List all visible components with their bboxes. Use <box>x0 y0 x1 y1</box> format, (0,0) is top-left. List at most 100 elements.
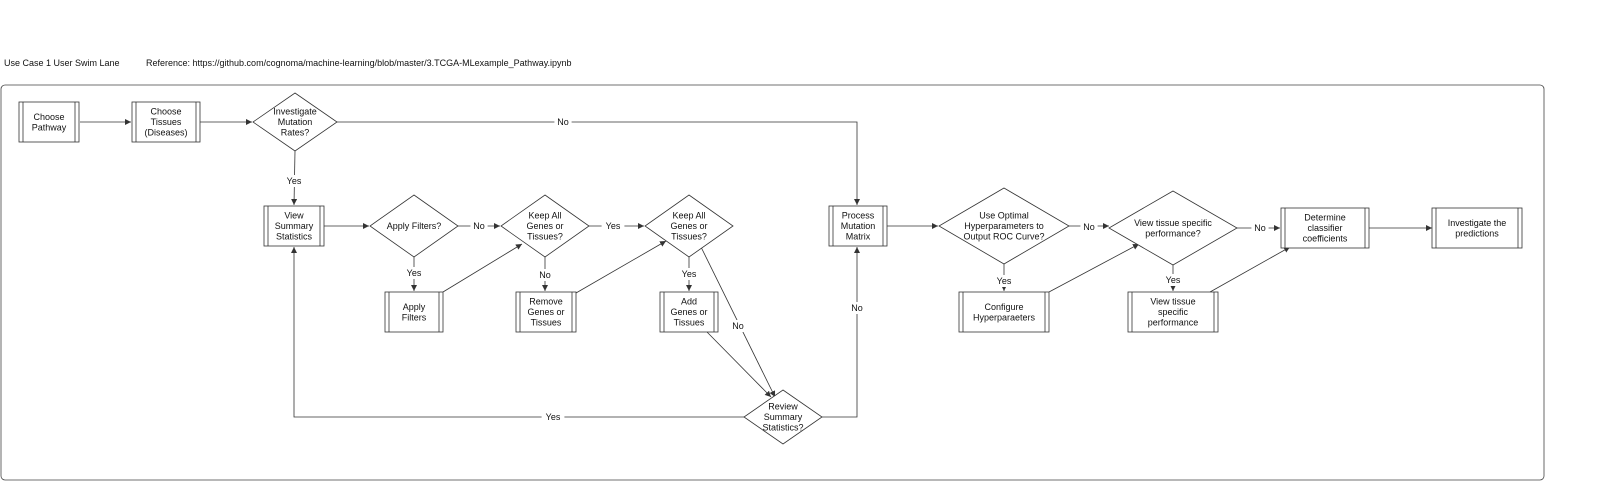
decision-diamond <box>743 389 823 445</box>
edge-remove-genes-to-keep-all-2 <box>575 240 667 294</box>
edge-apply-filters-to-keep-all-1 <box>442 243 523 293</box>
node-label-line: View tissue specific <box>1134 218 1212 228</box>
node-label-line: Tissues <box>674 318 705 328</box>
node-label-line: Process <box>842 211 875 221</box>
node-label-line: Keep All <box>672 211 705 221</box>
decision-diamond <box>644 194 734 258</box>
node-label-line: (Diseases) <box>144 128 187 138</box>
node-label-line: View tissue <box>1150 297 1195 307</box>
node-label-line: Apply <box>403 302 426 312</box>
node-label-line: Tissues? <box>527 232 563 242</box>
edge-label: Yes <box>287 176 302 186</box>
node-label-line: Review <box>768 402 798 412</box>
edge-view-tissue-to-determine-classifier <box>1209 246 1291 293</box>
decision-diamond <box>252 92 338 152</box>
node-label-line: Matrix <box>846 232 871 242</box>
process-box <box>1280 207 1370 249</box>
edge-label-background <box>536 269 554 281</box>
edge-label: No <box>539 270 551 280</box>
edge-label-background <box>1161 274 1185 286</box>
process-box <box>1431 207 1523 249</box>
edge-label: Yes <box>407 268 422 278</box>
node-label-line: coefficients <box>1303 234 1348 244</box>
decision-diamond <box>938 187 1070 265</box>
edge-label-background <box>1251 222 1269 234</box>
node-label-line: Hyperparaeters <box>973 312 1036 322</box>
node-label-line: Summary <box>275 221 314 231</box>
decision-diamond <box>369 194 459 258</box>
edge-label: No <box>1083 222 1095 232</box>
process-box <box>131 101 201 143</box>
edge-label-background <box>729 320 747 332</box>
node-label-line: Genes or <box>527 307 564 317</box>
decision-diamond <box>500 194 590 258</box>
node-label-line: Investigate the <box>1448 218 1507 228</box>
edge-label-background <box>470 220 488 232</box>
node-label-line: Configure <box>984 302 1023 312</box>
node-label-line: Remove <box>529 297 563 307</box>
node-label-line: classifier <box>1307 223 1342 233</box>
process-box <box>1127 291 1219 333</box>
process-box <box>263 205 325 247</box>
process-box <box>659 291 719 333</box>
edge-label: No <box>1254 223 1266 233</box>
edge-label-background <box>282 175 306 187</box>
edge-investigate-mutation-to-process-mutation <box>337 121 860 205</box>
process-box <box>958 291 1050 333</box>
node-label-line: Rates? <box>281 128 310 138</box>
node-label-line: Choose <box>33 112 64 122</box>
node-label-line: Determine <box>1304 213 1346 223</box>
node-label-line: Genes or <box>670 307 707 317</box>
node-label-line: Summary <box>764 412 803 422</box>
edges-layer <box>80 119 1432 418</box>
edge-label-background <box>848 302 866 314</box>
node-label-line: Statistics <box>276 232 313 242</box>
process-box <box>18 101 80 143</box>
node-label-line: Genes or <box>526 221 563 231</box>
node-label-line: Genes or <box>670 221 707 231</box>
decision-diamond <box>1108 190 1238 266</box>
node-label-line: Output ROC Curve? <box>963 232 1044 242</box>
node-label-line: predictions <box>1455 228 1499 238</box>
node-apply-filters-q[interactable]: Apply Filters? <box>369 194 459 258</box>
edge-review-summary-to-process-mutation <box>822 247 860 418</box>
edge-review-summary-to-view-summary <box>291 247 745 418</box>
node-label-line: Statistics? <box>762 423 803 433</box>
node-label-line: Mutation <box>841 221 876 231</box>
node-label-line: Pathway <box>32 122 67 132</box>
edge-label: Yes <box>1166 275 1181 285</box>
process-box <box>828 205 888 247</box>
edge-label: Yes <box>546 412 561 422</box>
edge-label: No <box>851 303 863 313</box>
node-label-line: specific <box>1158 307 1189 317</box>
node-label-line: performance <box>1148 318 1199 328</box>
edge-label: Yes <box>997 276 1012 286</box>
edge-label: Yes <box>682 269 697 279</box>
node-label-line: Investigate <box>273 107 317 117</box>
edge-label-background <box>992 275 1016 287</box>
node-label-line: Use Optimal <box>979 211 1029 221</box>
node-label-line: performance? <box>1145 228 1201 238</box>
swim-lane-frame <box>0 84 1545 481</box>
reference-link[interactable]: Reference: https://github.com/cognoma/ma… <box>146 58 572 68</box>
node-label-line: Tissues <box>531 318 562 328</box>
